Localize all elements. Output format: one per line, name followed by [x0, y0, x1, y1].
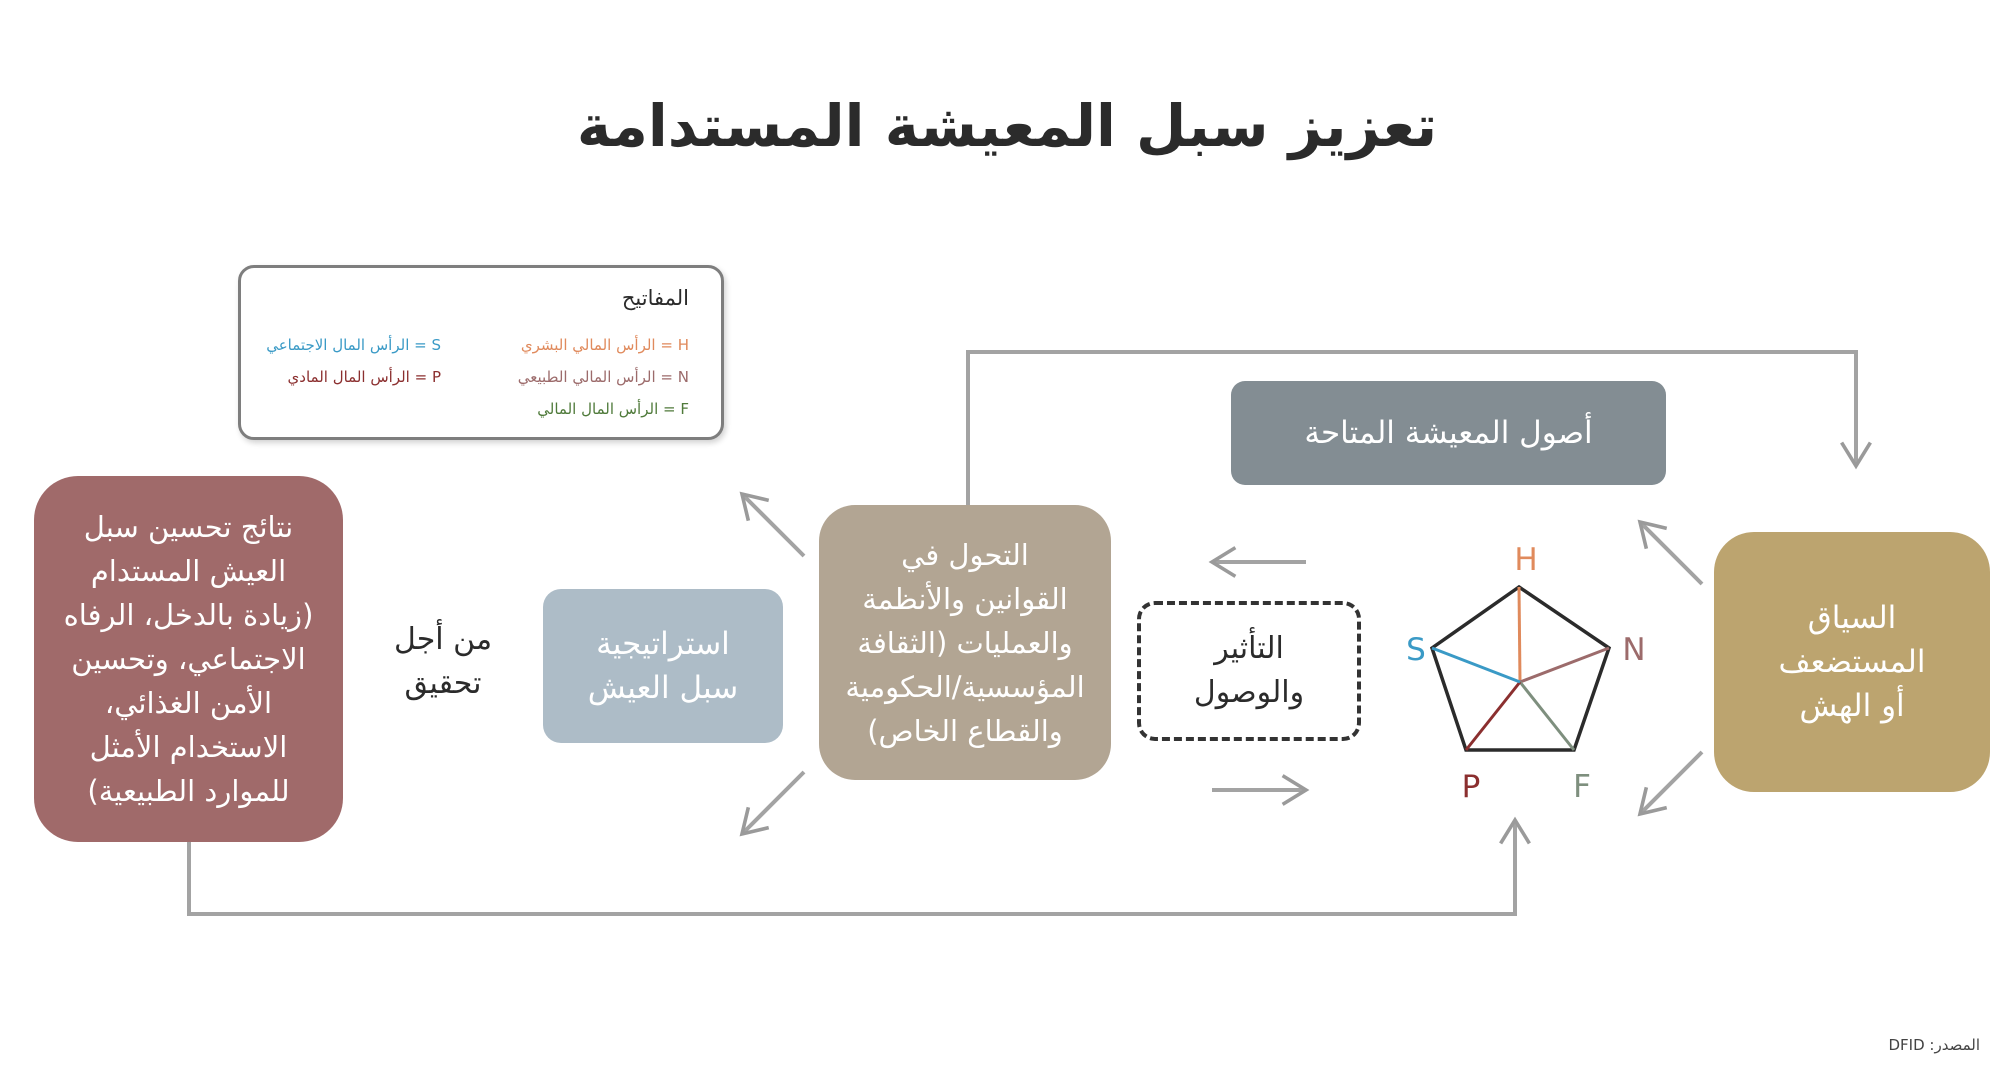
pentagon-label-s: S — [1406, 632, 1426, 668]
livelihood-assets-box: أصول المعيشة المتاحة — [1231, 381, 1666, 485]
legend-item-physical: P = الرأس المال المادي — [287, 368, 441, 386]
vulnerability-context-box: السياق المستضعف أو الهش — [1714, 532, 1990, 792]
source-note: المصدر: DFID — [1888, 1036, 1980, 1054]
pentagon-outline — [1429, 584, 1612, 752]
pentagon-label-n: N — [1622, 632, 1645, 668]
page-title: تعزيز سبل المعيشة المستدامة — [576, 92, 1438, 160]
legend-item-financial: F = الرأس المال المالي — [537, 400, 689, 418]
spoke-p — [1464, 681, 1522, 751]
bottom-loop-line — [187, 816, 1531, 916]
for-achieving-label: من أجل تحقيق — [393, 622, 493, 701]
legend-box: المفاتيح H = الرأس المالي البشري N = الر… — [238, 265, 724, 440]
arrow-up-left-vulner — [1637, 519, 1704, 586]
outcomes-box: نتائج تحسين سبل العيش المستدام (زيادة با… — [34, 476, 343, 842]
transformation-text: التحول في القوانين والأنظمة والعمليات (ا… — [845, 537, 1085, 748]
pentagon-label-h: H — [1514, 542, 1537, 578]
legend-item-human: H = الرأس المالي البشري — [520, 336, 689, 354]
transformation-box: التحول في القوانين والأنظمة والعمليات (ا… — [819, 505, 1111, 780]
assets-text: أصول المعيشة المتاحة — [1304, 415, 1593, 451]
arrow-down-left-transform — [739, 770, 806, 837]
influence-access-box: التأثير والوصول — [1137, 601, 1361, 741]
strategy-text: استراتيجية سبل العيش — [587, 626, 739, 706]
livelihood-strategy-box: استراتيجية سبل العيش — [543, 589, 783, 743]
spoke-h — [1517, 586, 1522, 683]
assets-pentagon: H N F P S — [1406, 542, 1645, 805]
arrow-down-left-vulner — [1637, 750, 1704, 817]
legend-item-natural: N = الرأس المالي الطبيعي — [517, 368, 689, 386]
arrow-up-left-transform — [739, 491, 806, 558]
spoke-n — [1519, 646, 1610, 684]
spoke-s — [1431, 646, 1521, 684]
influence-text: التأثير والوصول — [1193, 631, 1305, 710]
vulnerability-text: السياق المستضعف أو الهش — [1778, 600, 1926, 724]
pentagon-label-p: P — [1462, 769, 1481, 805]
legend-title: المفاتيح — [621, 286, 689, 310]
spoke-f — [1518, 681, 1576, 751]
top-loop-line — [966, 350, 1872, 505]
legend-item-social: S = الرأس المال الاجتماعي — [266, 336, 441, 354]
outcomes-text: نتائج تحسين سبل العيش المستدام (زيادة با… — [63, 510, 314, 808]
pentagon-label-f: F — [1573, 769, 1591, 805]
